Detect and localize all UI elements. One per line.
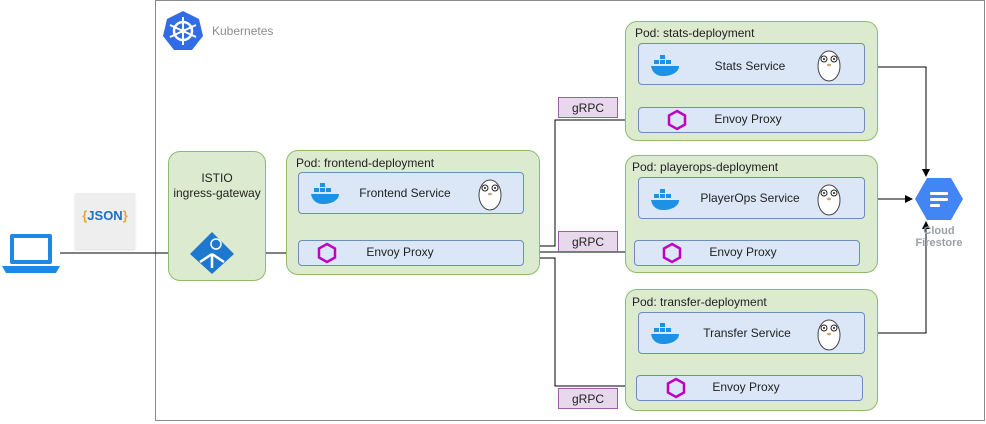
kubernetes-icon <box>161 9 205 53</box>
docker-icon <box>650 321 682 345</box>
frontend-envoy-box <box>298 240 524 266</box>
gateway-title-line2: ingress-gateway <box>173 186 261 200</box>
json-card: {JSON} <box>75 193 135 249</box>
stats-pod-title: Pod: stats-deployment <box>635 26 755 40</box>
grpc-label-playerops: gRPC <box>558 231 618 252</box>
firestore-label-line2: Firestore <box>915 237 963 249</box>
frontend-service-label: Frontend Service <box>359 186 451 200</box>
playerops-envoy-label: Envoy Proxy <box>709 245 777 259</box>
firestore-label-line1: Cloud <box>923 225 955 237</box>
transfer-envoy-label: Envoy Proxy <box>712 380 780 394</box>
json-label: {JSON} <box>82 208 128 223</box>
gopher-icon <box>476 174 504 212</box>
stats-envoy-label: Envoy Proxy <box>714 112 782 126</box>
frontend-pod-title: Pod: frontend-deployment <box>296 156 435 170</box>
grpc-label-transfer: gRPC <box>558 388 618 409</box>
grpc-label-stats: gRPC <box>558 97 618 118</box>
gopher-icon <box>815 179 843 217</box>
docker-icon <box>650 53 682 77</box>
envoy-icon <box>661 242 683 264</box>
frontend-envoy-label: Envoy Proxy <box>366 245 434 259</box>
ingress-gateway-icon <box>188 230 236 276</box>
laptop-icon <box>0 232 62 276</box>
playerops-pod-title: Pod: playerops-deployment <box>632 160 779 174</box>
gopher-icon <box>815 314 843 352</box>
docker-icon <box>650 187 682 211</box>
gopher-icon <box>815 45 843 83</box>
stats-service-label: Stats Service <box>714 59 786 73</box>
docker-icon <box>310 181 342 205</box>
envoy-icon <box>666 109 688 131</box>
firestore-icon <box>914 176 964 222</box>
envoy-icon <box>665 377 687 399</box>
json-text: JSON <box>87 208 123 223</box>
envoy-icon <box>316 242 338 264</box>
kubernetes-label: Kubernetes <box>212 24 274 38</box>
gateway-title-line1: ISTIO <box>201 171 233 185</box>
playerops-service-label: PlayerOps Service <box>700 191 800 205</box>
transfer-pod-title: Pod: transfer-deployment <box>632 295 767 309</box>
transfer-service-label: Transfer Service <box>703 326 791 340</box>
